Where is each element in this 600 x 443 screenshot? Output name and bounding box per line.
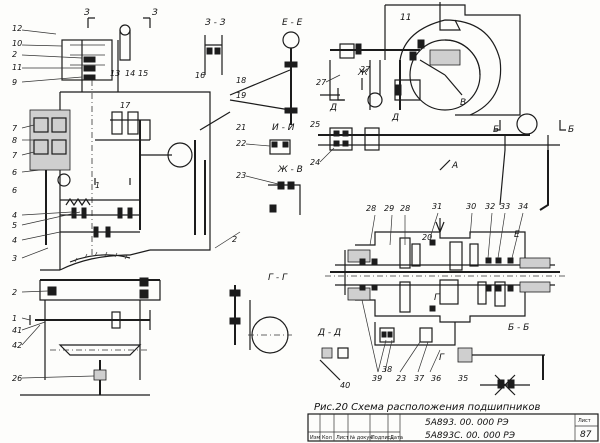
- callout-11b: 11: [400, 13, 411, 23]
- callout-30: 30: [466, 202, 476, 211]
- section-arrow-g2: Г: [434, 293, 440, 303]
- callout-21: 21: [236, 123, 246, 132]
- callout-32: 32: [485, 202, 495, 211]
- col-kol: Кол: [322, 435, 332, 441]
- section-arrow-a: А: [451, 161, 458, 171]
- sheet-label: Лист: [578, 418, 591, 424]
- section-arrow-v: В: [460, 98, 466, 108]
- callout-11: 11: [12, 63, 22, 72]
- callout-42: 42: [12, 341, 22, 350]
- callout-28: 28: [366, 204, 376, 213]
- callout-16: 16: [195, 71, 205, 80]
- callout-24: 24: [310, 158, 320, 167]
- callout-34: 34: [518, 202, 528, 211]
- section-title-d-d: Д - Д: [317, 328, 341, 338]
- callout-10: 10: [12, 39, 22, 48]
- section-e-e: Е - Е 18 19: [229, 18, 303, 125]
- title-block: Изм Кол Лист № докум Подпись Дата 5А893.…: [307, 413, 599, 442]
- callout-27b: 27: [360, 65, 371, 74]
- callout-29: 29: [384, 204, 394, 213]
- section-arrow-b2: Б: [568, 125, 574, 135]
- figure-caption: Рис.20 Схема расположения подшипников: [314, 402, 540, 413]
- callout-37: 37: [414, 374, 425, 383]
- callout-18: 18: [236, 76, 246, 85]
- callout-19: 19: [236, 91, 246, 100]
- callout-15: 15: [138, 69, 148, 78]
- callout-41: 41: [12, 326, 22, 335]
- section-title-i-i: И - И: [272, 123, 295, 133]
- section-i-i: И - И 21 22: [236, 123, 295, 155]
- right-upper-housing: Д Ж Д В 11 27: [316, 2, 521, 123]
- callout-5: 5: [12, 221, 17, 230]
- section-arrow-zh: Ж: [357, 68, 368, 78]
- callout-4b: 4: [12, 236, 17, 245]
- section-z-z: З - З 16: [195, 18, 226, 80]
- col-data: Дата: [390, 435, 403, 441]
- callout-2: 2: [12, 50, 17, 59]
- callout-36: 36: [431, 374, 441, 383]
- callout-2b: 2: [12, 288, 17, 297]
- section-arrow-e: Е: [514, 230, 520, 240]
- callout-25: 25: [310, 120, 320, 129]
- callout-8: 8: [12, 136, 17, 145]
- callout-27: 27: [316, 78, 327, 87]
- callout-1-right: 1: [95, 181, 100, 190]
- section-title-b-b: Б - Б: [508, 323, 529, 333]
- callout-17: 17: [120, 101, 131, 110]
- section-arrow-z2: З: [152, 8, 158, 18]
- section-title-z-z: З - З: [205, 18, 226, 28]
- sheet-number: 87: [580, 430, 592, 440]
- left-callout-labels: 12 10 2 11 9 7 8 7 6 6 4 5 4 3 2 1 41 42…: [12, 24, 237, 383]
- callout-31: 31: [432, 202, 442, 211]
- right-lower-gearbox: Б - Б Г Г Е: [325, 212, 565, 396]
- callout-6b: 6: [12, 186, 17, 195]
- left-main-assembly: [20, 24, 241, 396]
- callout-9: 9: [12, 78, 17, 87]
- section-arrow-d2: Д: [391, 113, 399, 123]
- callout-1: 1: [12, 314, 17, 323]
- callout-4: 4: [12, 211, 17, 220]
- callout-28b: 28: [400, 204, 410, 213]
- callout-22: 22: [236, 139, 246, 148]
- right-callout-labels: 28 29 28 31 30 32 33 34 39 23 37 36 35 3…: [360, 65, 528, 383]
- callout-40: 40: [340, 381, 350, 390]
- col-podp: Подпись: [371, 435, 394, 441]
- section-title-zh-v: Ж - В: [277, 165, 303, 175]
- section-arrow-d: Д: [329, 103, 337, 113]
- callout-39: 39: [372, 374, 382, 383]
- callout-26: 26: [12, 374, 22, 383]
- section-title-e-e: Е - Е: [282, 18, 303, 28]
- callout-3: 3: [12, 254, 17, 263]
- callout-14: 14: [125, 69, 135, 78]
- section-title-g-g: Г - Г: [268, 273, 288, 283]
- callout-13: 13: [110, 69, 120, 78]
- section-d-d: Д - Д 40: [317, 328, 350, 390]
- callout-2c: 2: [232, 235, 237, 244]
- section-z-markers: З З: [84, 8, 158, 185]
- col-izm: Изм: [310, 435, 320, 441]
- section-zh-v: Ж - В 23: [236, 165, 303, 215]
- callout-7a: 7: [12, 124, 18, 133]
- col-ndok: № докум: [350, 435, 373, 441]
- callout-20: 20: [422, 233, 432, 242]
- callout-23: 23: [236, 171, 246, 180]
- callout-35: 35: [458, 374, 468, 383]
- doc-code-1: 5А893. 00. 000 РЭ: [425, 418, 509, 428]
- doc-code-2: 5А893С. 00. 000 РЭ: [425, 431, 516, 441]
- col-list: Лист: [336, 435, 349, 441]
- callout-6: 6: [12, 168, 17, 177]
- callout-7b: 7: [12, 151, 18, 160]
- right-middle-band: Б Б 25 24 А: [310, 113, 574, 211]
- callout-12: 12: [12, 24, 22, 33]
- callout-33: 33: [500, 202, 510, 211]
- callout-23b: 23: [396, 374, 406, 383]
- callout-38: 38: [382, 365, 392, 374]
- section-g-g: Г - Г: [229, 273, 292, 354]
- section-arrow-g: Г: [439, 353, 445, 363]
- section-arrow-z: З: [84, 8, 90, 18]
